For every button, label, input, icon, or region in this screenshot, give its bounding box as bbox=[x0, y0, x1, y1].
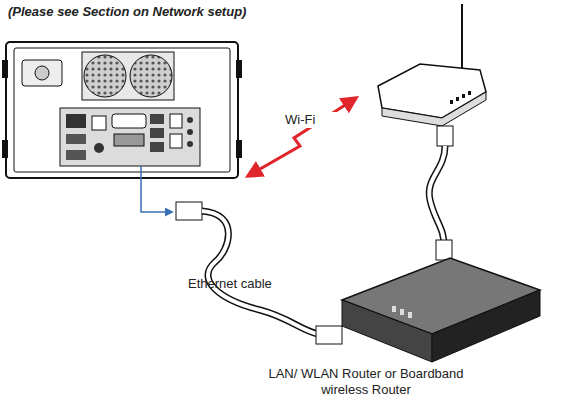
wireless-router bbox=[378, 4, 486, 126]
part-label: Ethernet cable bbox=[188, 276, 308, 292]
pointer-line bbox=[141, 166, 172, 212]
part-label: Wi-Fi bbox=[283, 112, 347, 128]
part-label: LAN/ WLAN Router or Boardband wireless R… bbox=[266, 366, 466, 399]
computer-unit bbox=[2, 42, 242, 178]
note-text: (Please see Section on Network setup) bbox=[8, 4, 308, 20]
lan-router bbox=[342, 258, 540, 362]
wifi-arrow bbox=[248, 98, 356, 176]
ethernet-cable bbox=[176, 202, 342, 344]
ethernet-cable-upper bbox=[429, 126, 453, 260]
